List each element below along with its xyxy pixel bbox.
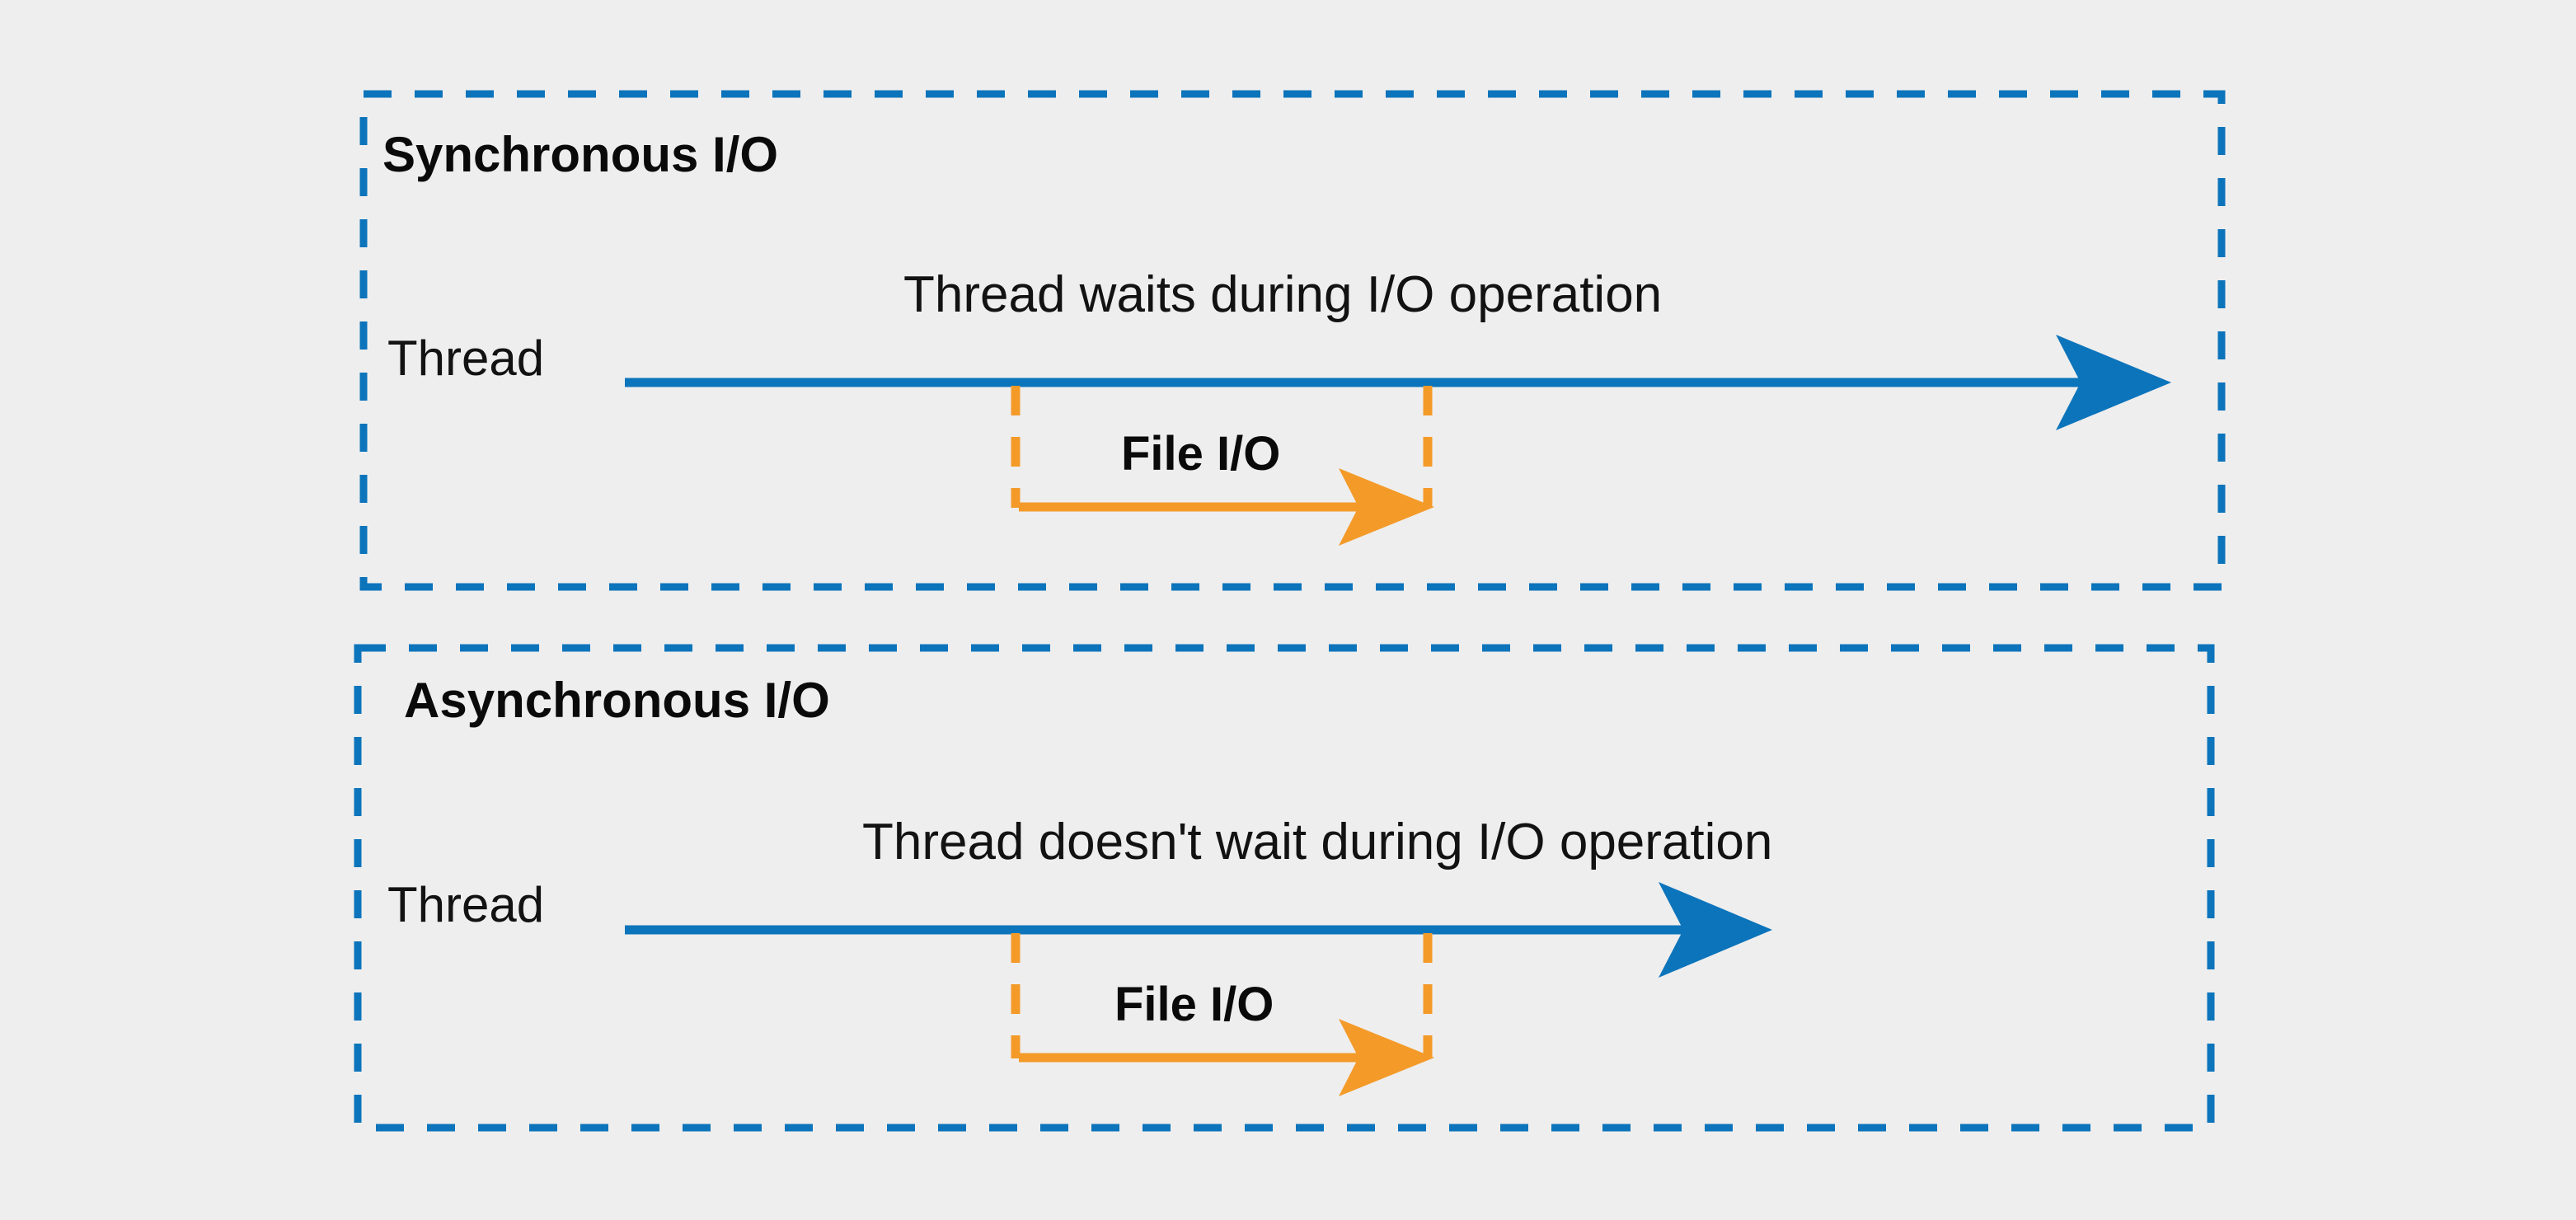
panel-asynchronous-io-arrowhead <box>1339 1019 1434 1096</box>
panel-asynchronous-title: Asynchronous I/O <box>404 673 830 728</box>
panel-synchronous-io-label: File I/O <box>1121 427 1280 481</box>
panel-asynchronous-io-label: File I/O <box>1114 978 1274 1031</box>
panel-synchronous-border <box>359 90 2226 591</box>
panel-asynchronous: Asynchronous I/O Thread Thread doesn't w… <box>354 644 2215 1132</box>
panel-asynchronous-caption: Thread doesn't wait during I/O operation <box>862 814 1772 870</box>
panel-synchronous-caption: Thread waits during I/O operation <box>903 266 1662 323</box>
panel-synchronous-title: Synchronous I/O <box>382 127 778 182</box>
panel-asynchronous-thread-arrowhead <box>1659 882 1772 978</box>
panel-synchronous-io-arrowhead <box>1339 468 1434 546</box>
panel-synchronous-thread-arrowhead <box>2056 335 2171 430</box>
panel-asynchronous-thread-label: Thread <box>387 877 544 932</box>
panel-synchronous-thread-label: Thread <box>387 331 544 386</box>
panel-synchronous: Synchronous I/O Thread Thread waits duri… <box>359 90 2226 591</box>
panel-asynchronous-border <box>354 644 2215 1132</box>
